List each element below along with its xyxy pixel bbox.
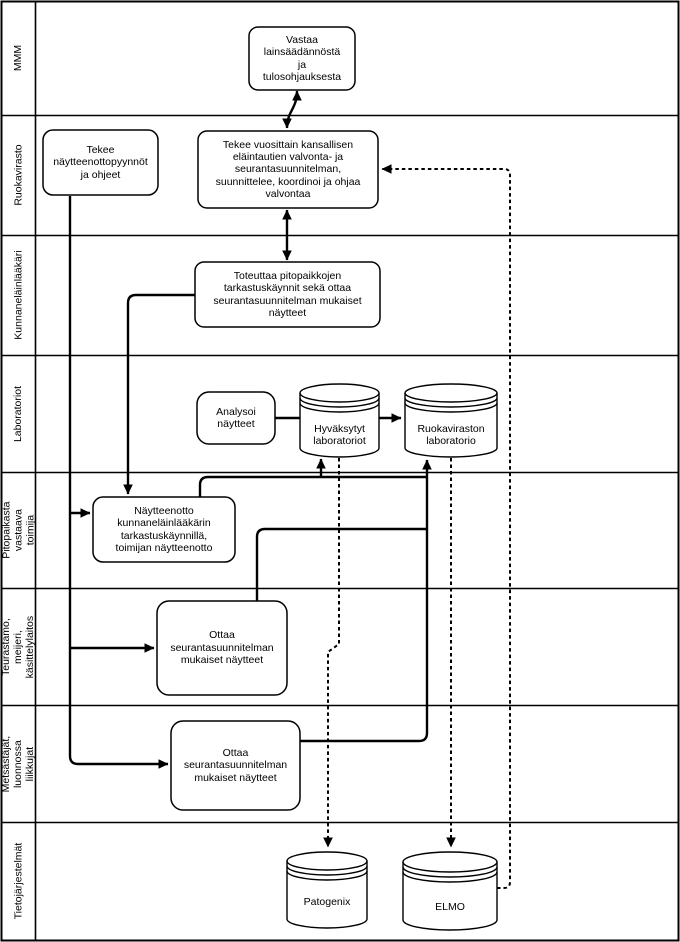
solid-edges <box>68 90 432 769</box>
process-boxes <box>42 26 381 811</box>
lane-label-text: Tietojärjestelmät <box>12 843 25 920</box>
lane-label-ruokavirasto: Ruokavirasto <box>2 116 35 235</box>
cylinder-ruokaviraston <box>404 383 498 458</box>
edge-naytteenotto-trunk <box>198 475 427 497</box>
dashed-edges <box>323 164 511 889</box>
edge-vastaa-suunnitelma <box>282 90 302 129</box>
lane-label-text: Ruokavirasto <box>12 144 25 207</box>
database-cylinders <box>286 383 498 931</box>
edge-teurastamo-trunk <box>255 527 427 601</box>
lane-label-text: Teurastamo, meijeri, käsittelylaitos <box>0 615 37 679</box>
node-toteuttaa-box <box>194 261 381 328</box>
lane-label-mmm: MMM <box>2 2 35 115</box>
lane-label-text: Pitopaikasta vastaava toimija <box>0 501 37 560</box>
node-naytteenotto-box <box>92 496 236 563</box>
node-ottaa-teurastamo-box <box>156 600 288 696</box>
lane-label-pitopaikka: Pitopaikasta vastaava toimija <box>0 473 37 588</box>
edge-trunk-into-ruokaviraston-laboratorio <box>300 459 432 743</box>
node-vastaa-box <box>248 26 356 91</box>
node-ottaa-metsastajat-box <box>170 720 301 811</box>
edge-tekee-ottaa-metsastajat <box>68 196 169 769</box>
lane-label-text: Metsästäjät, luonnossa liikkujat <box>0 735 37 793</box>
lane-label-kunnanelainlaakari: Kunnaneläinlääkäri <box>2 236 35 355</box>
lane-label-text: MMM <box>12 45 25 72</box>
cylinder-hyvaksytyt <box>299 383 380 458</box>
node-analysoi-box <box>196 391 276 445</box>
lane-label-text: Kunnaneläinlääkäri <box>12 250 25 341</box>
edge-hyvaksytyt-patogenix <box>323 458 340 848</box>
cylinder-elmo <box>402 851 498 931</box>
lane-label-teurastamo: Teurastamo, meijeri, käsittelylaitos <box>0 589 37 705</box>
node-suunnitelma-box <box>197 130 379 209</box>
lane-label-metsastajat: Metsästäjät, luonnossa liikkujat <box>0 706 37 822</box>
edge-elmo-suunnitelma <box>381 164 511 889</box>
edge-toteuttaa-naytteenotto <box>123 293 195 495</box>
lane-label-tietojarjestelmat: Tietojärjestelmät <box>2 823 35 940</box>
lane-label-laboratoriot: Laboratoriot <box>2 356 35 472</box>
lane-label-text: Laboratoriot <box>12 385 25 443</box>
cylinder-patogenix <box>286 851 368 929</box>
node-tekee-pyynnot-box <box>42 129 159 196</box>
